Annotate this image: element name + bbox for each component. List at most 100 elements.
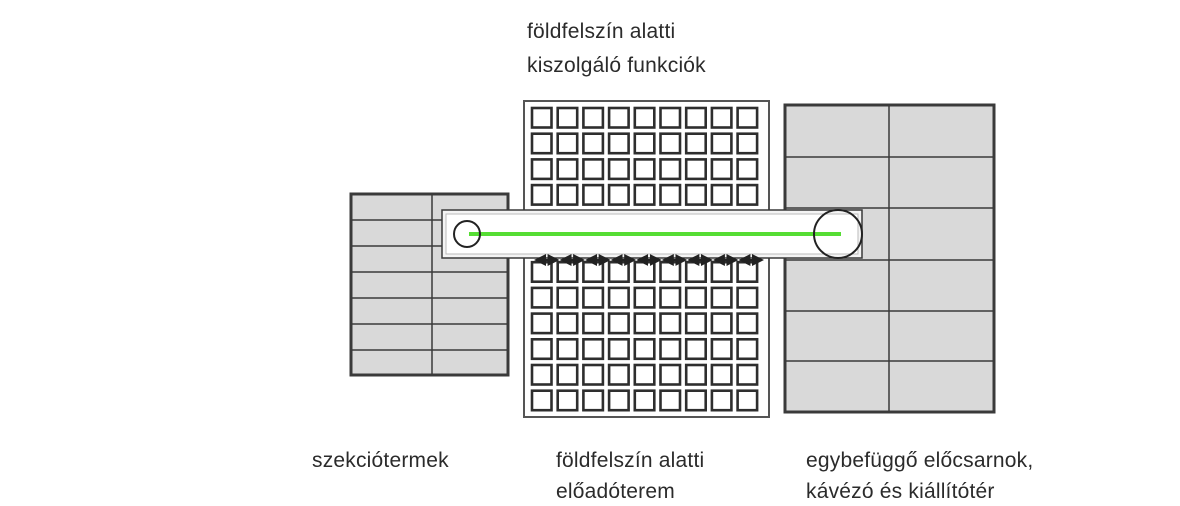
grid-cell (736, 183, 759, 206)
label-foyer-line1: egybefüggő előcsarnok, (806, 449, 1034, 472)
grid-cell (710, 286, 733, 309)
grid-cell (530, 158, 553, 181)
grid-cell (582, 106, 605, 129)
grid-cell (530, 286, 553, 309)
label-underground-services-line2: kiszolgáló funkciók (527, 54, 706, 77)
grid-cell (582, 286, 605, 309)
right-node-circle (813, 209, 863, 259)
grid-cell (633, 260, 656, 284)
grid-cell (684, 132, 708, 155)
grid-cell (607, 158, 630, 181)
grid-cell (607, 106, 630, 129)
grid-cell (530, 312, 553, 335)
grid-cell (556, 389, 579, 412)
grid-cell (530, 337, 553, 361)
grid-cell (710, 389, 733, 412)
left-node-circle (453, 220, 481, 248)
label-foyer-line2: kávézó és kiállítótér (806, 480, 995, 503)
grid-cell (710, 337, 733, 361)
grid-cell (607, 183, 630, 206)
grid-cell (607, 260, 630, 284)
grid-cell (607, 337, 630, 361)
grid-cell (659, 183, 682, 206)
grid-cell (659, 260, 682, 284)
grid-cell (607, 132, 630, 155)
grid-cell (736, 106, 759, 129)
grid-cell (736, 132, 759, 155)
grid-cell (633, 158, 656, 181)
grid-cell (684, 312, 708, 335)
grid-cell (633, 183, 656, 206)
label-underground-auditorium-line2: előadóterem (556, 480, 675, 503)
grid-cell (633, 312, 656, 335)
grid-cell (736, 286, 759, 309)
grid-cell (556, 286, 579, 309)
grid-cell (710, 158, 733, 181)
grid-cell (633, 132, 656, 155)
grid-cell (659, 312, 682, 335)
grid-cell (582, 389, 605, 412)
grid-cell (556, 260, 579, 284)
grid-cell (684, 183, 708, 206)
grid-cell (684, 389, 708, 412)
grid-cell (582, 132, 605, 155)
grid-cell (684, 158, 708, 181)
grid-cell (633, 286, 656, 309)
grid-cell (530, 389, 553, 412)
label-underground-services-line1: földfelszín alatti (527, 20, 676, 43)
grid-cell (556, 312, 579, 335)
grid-cell (633, 106, 656, 129)
grid-cell (633, 363, 656, 386)
grid-cell (556, 132, 579, 155)
grid-cell (659, 389, 682, 412)
grid-cell (710, 106, 733, 129)
grid-cell (684, 106, 708, 129)
grid-cell (710, 363, 733, 386)
grid-cell (659, 363, 682, 386)
grid-cell (582, 158, 605, 181)
grid-cell (710, 312, 733, 335)
grid-cell (710, 132, 733, 155)
grid-cell (530, 260, 553, 284)
grid-cell (607, 286, 630, 309)
grid-cell (607, 389, 630, 412)
grid-cell (710, 183, 733, 206)
grid-cell (736, 389, 759, 412)
grid-cell (582, 312, 605, 335)
grid-cell (684, 260, 708, 284)
grid-cell (736, 337, 759, 361)
grid-cell (556, 158, 579, 181)
grid-cell (659, 132, 682, 155)
grid-cell (659, 106, 682, 129)
grid-cell (684, 337, 708, 361)
grid-cell (710, 260, 733, 284)
label-section-rooms: szekciótermek (312, 449, 449, 472)
grid-cell (582, 337, 605, 361)
grid-cell (530, 132, 553, 155)
grid-cell (659, 158, 682, 181)
grid-cell (556, 183, 579, 206)
grid-cell (659, 286, 682, 309)
grid-cell (633, 389, 656, 412)
grid-cell (684, 363, 708, 386)
grid-cell (736, 312, 759, 335)
grid-cell (530, 183, 553, 206)
grid-cell (556, 363, 579, 386)
grid-cell (556, 106, 579, 129)
grid-cell (582, 363, 605, 386)
label-underground-auditorium-line1: földfelszín alatti (556, 449, 705, 472)
grid-cell (736, 260, 759, 284)
grid-cell (736, 363, 759, 386)
grid-cell (530, 106, 553, 129)
grid-cell (633, 337, 656, 361)
grid-cell (582, 260, 605, 284)
grid-cell (530, 363, 553, 386)
grid-cell (659, 337, 682, 361)
grid-cell (582, 183, 605, 206)
grid-cell (736, 158, 759, 181)
grid-cell (607, 363, 630, 386)
grid-cell (607, 312, 630, 335)
grid-cell (684, 286, 708, 309)
grid-cell (556, 337, 579, 361)
